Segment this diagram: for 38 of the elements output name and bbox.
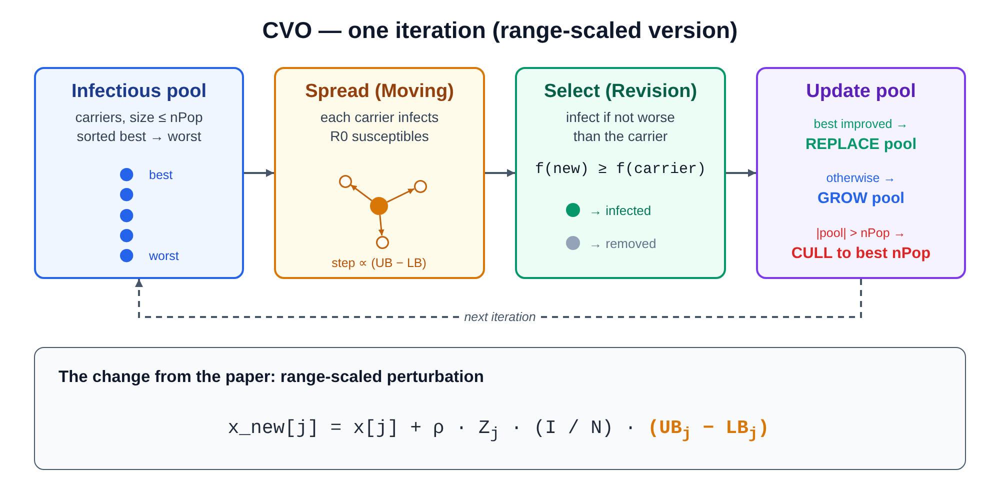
condition-text: |pool| > nPop → — [816, 225, 906, 241]
hollow-circle — [414, 180, 426, 192]
arrow — [378, 214, 384, 236]
process-box — [274, 67, 485, 279]
box-title: Update pool — [806, 81, 916, 103]
dashed-arrow — [135, 279, 862, 318]
arrow — [244, 169, 274, 177]
formula-text: f(new) ≥ f(carrier) — [534, 161, 706, 179]
hollow-circle — [339, 174, 352, 188]
dot-label: best — [149, 167, 173, 183]
process-box — [515, 67, 726, 279]
filled-circle — [370, 197, 388, 215]
arrow — [350, 184, 372, 202]
dot-label: worst — [149, 248, 179, 264]
dot-label: → infected — [589, 202, 652, 218]
action-text: CULL to best nPop — [791, 244, 931, 262]
info-panel — [34, 347, 966, 470]
box-title: Spread (Moving) — [305, 81, 454, 103]
dot-label: → removed — [589, 234, 656, 252]
arrow — [485, 169, 515, 177]
box-title: Select (Revision) — [544, 81, 698, 103]
panel-title: The change from the paper: range-scaled perturbation — [58, 366, 484, 388]
description-text: infect if not worse than the carrier — [566, 108, 676, 146]
condition-text: otherwise → — [826, 170, 896, 186]
process-box — [34, 67, 244, 279]
box-title: Infectious pool — [71, 81, 207, 103]
hollow-circle — [376, 236, 389, 248]
arrow — [386, 188, 415, 203]
diagram-title: CVO — one iteration (range-scaled version) — [262, 16, 738, 44]
step-label: step ∝ (UB − LB) — [332, 255, 426, 271]
process-box — [756, 67, 966, 279]
condition-text: best improved → — [814, 116, 908, 132]
description-text: carriers, size ≤ nPop sorted best → worst — [74, 108, 204, 146]
formula-text: x_new[j] = x[j] + ρ · Z$_{j}$ · (I / N) · (UB$_{j}$ − LB$_{j}$) — [228, 416, 770, 445]
action-text: GROW pool — [818, 188, 904, 208]
arrow — [726, 169, 756, 177]
action-text: REPLACE pool — [805, 134, 917, 154]
description-text: each carrier infects R0 susceptibles — [320, 108, 440, 146]
